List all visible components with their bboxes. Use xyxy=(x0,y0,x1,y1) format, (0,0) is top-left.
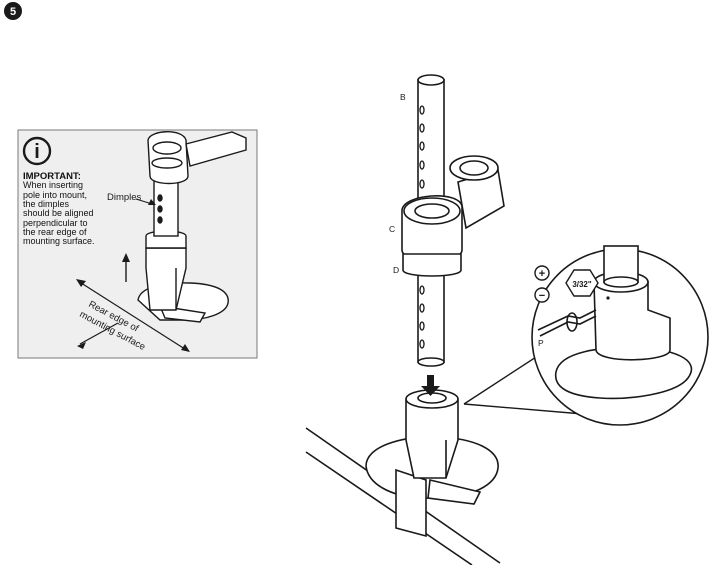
up-arrow-icon xyxy=(122,253,130,262)
arrow-head-icon xyxy=(77,342,86,349)
rear-edge-arrows xyxy=(77,280,189,352)
mini-clamp-illustration xyxy=(125,131,247,323)
dimples-arrow-icon xyxy=(148,199,156,205)
hex-key-p xyxy=(537,309,597,337)
label-b: B xyxy=(400,92,406,102)
important-callout: i IMPORTANT: When inserting pole into mo… xyxy=(17,129,258,359)
detail-magnifier: P + − 3/32" xyxy=(463,245,709,426)
note-line-7: mounting surface. xyxy=(23,236,95,246)
dimples-label: Dimples xyxy=(107,192,142,203)
insert-arrow xyxy=(421,375,440,396)
note-line-5: perpendicular to xyxy=(23,218,88,228)
collar-c xyxy=(401,155,505,262)
note-line-2: pole into mount, xyxy=(23,190,87,200)
hex-size-label: 3/32" xyxy=(572,280,592,289)
arrow-head-icon xyxy=(76,279,86,287)
note-line-1: When inserting xyxy=(23,180,83,190)
step-badge: 5 xyxy=(4,2,22,20)
hex-size-icon: 3/32" xyxy=(565,269,599,297)
info-icon: i xyxy=(22,136,52,166)
tighten-symbol: + xyxy=(539,268,545,280)
note-line-6: the rear edge of xyxy=(23,227,87,237)
loosen-symbol: − xyxy=(539,290,545,302)
important-title: IMPORTANT: xyxy=(23,171,81,182)
arrow-head-icon xyxy=(181,344,190,352)
loosen-icon: − xyxy=(534,287,550,303)
step-number: 5 xyxy=(10,6,16,18)
collar-d xyxy=(402,253,462,277)
info-symbol: i xyxy=(34,141,40,163)
note-line-3: the dimples xyxy=(23,199,70,209)
note-line-4: should be aligned xyxy=(23,208,94,218)
label-c: C xyxy=(389,224,395,234)
tighten-icon: + xyxy=(534,265,550,281)
pole-holes xyxy=(419,105,425,349)
clamp-base xyxy=(365,389,499,538)
label-d: D xyxy=(393,265,399,275)
label-p: P xyxy=(538,338,544,348)
